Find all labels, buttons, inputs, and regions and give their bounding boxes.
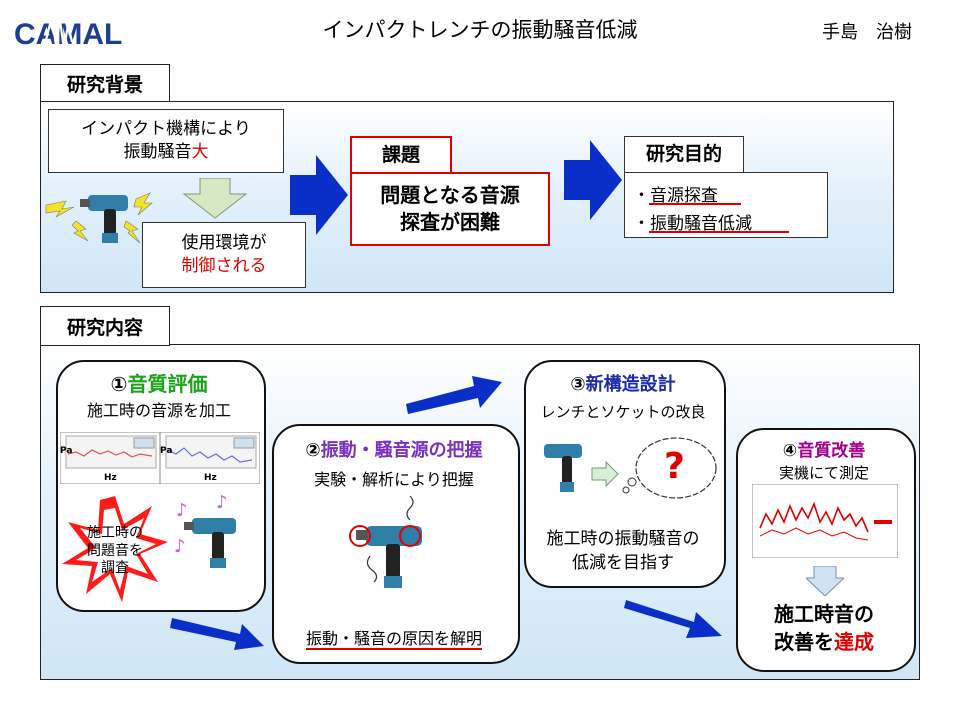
diagonal-arrow-icon [170,618,264,650]
step3-title: ③新構造設計 [570,374,676,395]
step4-title: ④音質改善 [782,441,866,461]
issue-line2: 探査が困難 [400,210,500,234]
svg-text:♪: ♪ [174,536,186,557]
svg-text:♪: ♪ [176,500,188,521]
spectrum-thumbnail-2 [160,432,260,484]
issue-box: 問題となる音源 探査が困難 [350,172,550,246]
background-heading: 研究背景 [40,64,170,102]
question-mark: ? [664,446,685,487]
svg-text:♪: ♪ [216,492,228,513]
step2-title: ②振動・騒音源の把握 [305,440,483,461]
diagonal-arrow-icon [406,376,502,414]
logo: CAMAL [12,10,132,54]
step3-goal: 施工時の振動騒音の 低減を目指す [546,529,700,573]
measurement-plot-thumbnail [752,484,898,558]
env-line2: 制御される [181,256,267,276]
down-arrow-icon [806,566,844,596]
svg-text:CAMAL: CAMAL [14,18,122,51]
impact-wrench-icon [45,192,153,244]
page-title: インパクトレンチの振動騒音低減 [322,18,638,42]
step4-result: 施工時音の 改善を達成 [774,602,874,654]
goal-box: ・音源探査 ・振動騒音低減 [624,172,828,238]
burst-icon [62,496,168,602]
spectrum-thumbnail-1 [60,432,160,484]
music-wrench-icon: ♪ ♪ ♪ [174,492,254,588]
cause-box: インパクト機構により 振動騒音大 [48,109,284,173]
spectrum1-ylabel: Pa [60,446,73,456]
issue-tag: 課題 [350,136,452,176]
goal-item1: ・音源探査 [633,186,718,206]
diagonal-arrow-icon [624,600,722,638]
wrench-analysis-icon [348,495,442,596]
goal-item2: ・振動騒音低減 [633,214,752,234]
issue-line1: 問題となる音源 [380,183,520,207]
spectrum2-xlabel: Hz [204,473,217,483]
goal-tag: 研究目的 [624,136,744,174]
right-arrow-icon [290,155,348,235]
spectrum1-xlabel: Hz [104,473,117,483]
step2-conclusion: 振動・騒音の原因を解明 [305,629,482,650]
cause-line2: 振動騒音大 [123,142,209,162]
step1-title: ①音質評価 [110,372,208,396]
step4-subtitle: 実機にて測定 [778,464,869,482]
environment-box: 使用環境が 制御される [142,222,306,288]
env-line1: 使用環境が [181,233,267,254]
step1-subtitle: 施工時の音源を加工 [86,401,231,420]
down-arrow-icon [182,178,248,219]
content-heading: 研究内容 [40,306,170,346]
cause-line1: インパクト機構により [81,119,251,140]
burst-text: 施工時の 問題音を 調査 [87,525,143,576]
wrench-idea-icon [540,437,717,512]
step3-subtitle: レンチとソケットの改良 [540,403,706,421]
spectrum2-ylabel: Pa [160,446,173,456]
step2-subtitle: 実験・解析により把握 [314,470,474,489]
author-name: 手島 治樹 [822,22,912,43]
logo-wave-icon: CAMAL [14,15,122,51]
right-arrow-icon [564,140,622,220]
